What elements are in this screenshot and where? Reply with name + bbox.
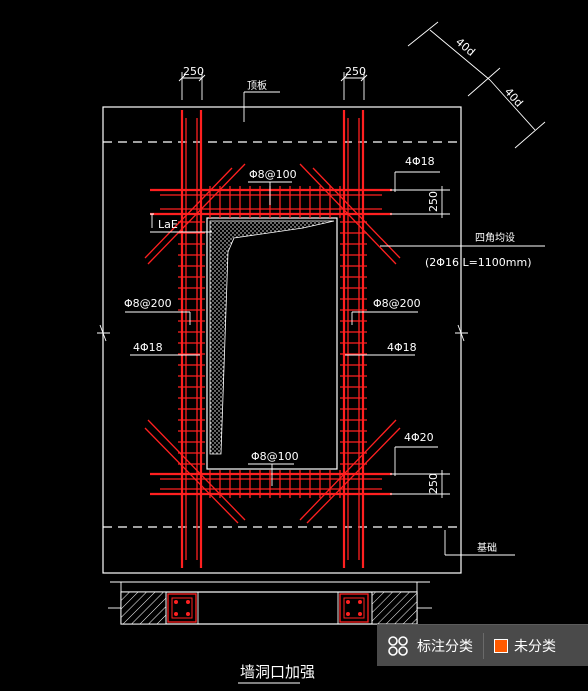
- bars-bottom-label: 4Φ20: [404, 431, 434, 444]
- wall-outline: [102, 106, 462, 574]
- dim-bottom-band-text: 250: [427, 473, 440, 494]
- corner-diagonal-bars: [144, 163, 401, 524]
- stirrup-bottom-label: Φ8@100: [251, 450, 299, 463]
- grid-icon: [388, 635, 408, 656]
- top-plate-label: 顶板: [247, 79, 267, 92]
- left-stirrups: [178, 221, 205, 465]
- annotation-legend-panel: 标注分类 未分类: [377, 624, 588, 666]
- dim-bottom-band-250: [390, 470, 450, 498]
- stirrup-left-label: Φ8@200: [124, 297, 172, 310]
- dim-left-250-text: 250: [183, 65, 204, 78]
- dim-40d: [407, 21, 546, 149]
- corner-bars-label: 四角均设: [475, 232, 515, 244]
- uncategorized-label: 未分类: [514, 638, 556, 655]
- uncategorized-color-swatch: [494, 638, 508, 653]
- drawing-title: 墙洞口加强: [240, 663, 315, 681]
- bars-right-label: 4Φ18: [387, 341, 417, 354]
- dim-top-band-250: [390, 186, 450, 218]
- top-band-bars: [150, 188, 392, 216]
- anchorage-bracket: [150, 213, 154, 228]
- dim-40d-a: 40d: [453, 35, 477, 58]
- dim-right-250-text: 250: [345, 65, 366, 78]
- left-vertical-bars: [180, 110, 203, 568]
- legend-divider: [483, 632, 484, 659]
- break-mark-right: [455, 324, 468, 342]
- break-mark-left: [97, 324, 110, 342]
- stirrup-top-label: Φ8@100: [249, 168, 297, 181]
- stirrup-right-label: Φ8@200: [373, 297, 421, 310]
- plan-section: [108, 581, 432, 625]
- dim-right-250: [340, 72, 368, 100]
- anchorage-label: LaE: [158, 218, 178, 231]
- annotation-category-label: 标注分类: [417, 638, 473, 655]
- right-vertical-bars: [342, 110, 365, 568]
- bars-left-label: 4Φ18: [133, 341, 163, 354]
- top-band-stirrups: [209, 186, 341, 218]
- right-stirrups: [340, 221, 367, 465]
- corner-bars-spec: (2Φ16 L=1100mm): [425, 256, 532, 269]
- bars-top-label: 4Φ18: [405, 155, 435, 168]
- dim-top-band-text: 250: [427, 191, 440, 212]
- annotation-category-button[interactable]: 标注分类: [377, 625, 481, 667]
- anchorage-hatch: [209, 220, 335, 455]
- foundation-label: 基础: [477, 541, 497, 554]
- bottom-band-stirrups: [209, 470, 341, 498]
- uncategorized-tag[interactable]: 未分类: [486, 636, 564, 656]
- dim-left-250: [178, 72, 206, 100]
- dim-40d-b: 40d: [502, 85, 526, 109]
